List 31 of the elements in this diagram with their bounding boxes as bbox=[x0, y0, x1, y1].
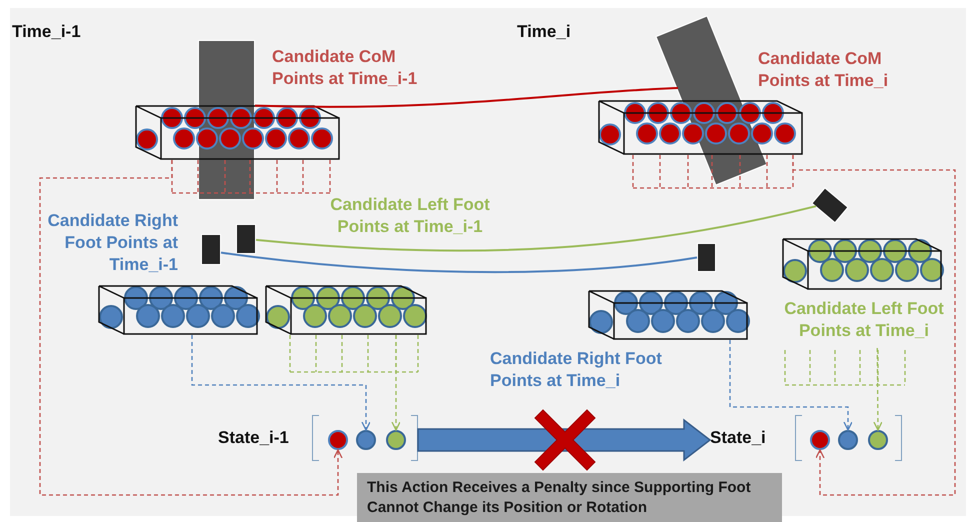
foot-block bbox=[812, 188, 848, 222]
note-box: This Action Receives a Penalty since Supporting Foot Cannot Change its Position or Rotation bbox=[357, 473, 782, 522]
grid-caption: Candidate Left Foot Points at Time_i-1 bbox=[329, 194, 491, 238]
dashed-arrow bbox=[873, 348, 883, 431]
trajectory-line bbox=[220, 252, 698, 274]
time-label: Time_i bbox=[517, 22, 571, 42]
foot-block bbox=[697, 243, 716, 272]
state-vector bbox=[218, 413, 418, 463]
state-label: State_i bbox=[710, 427, 766, 449]
block-arrow bbox=[417, 418, 712, 462]
time-label: Time_i-1 bbox=[12, 22, 81, 42]
point-grid-drawing bbox=[588, 290, 748, 340]
state-vector bbox=[710, 413, 902, 463]
foot-block bbox=[236, 224, 256, 254]
dashed-arrow bbox=[391, 335, 401, 431]
point-grid-drawing bbox=[135, 105, 340, 160]
point-grid-drawing bbox=[265, 285, 427, 335]
state-label: State_i-1 bbox=[218, 427, 289, 449]
grid-caption: Candidate Right Foot Points at Time_i-1 bbox=[46, 210, 178, 276]
dashed-arrow bbox=[191, 335, 371, 431]
grid-caption: Candidate Right Foot Points at Time_i bbox=[490, 348, 663, 392]
grid-caption: Candidate CoM Points at Time_i bbox=[758, 48, 890, 92]
trajectory-line bbox=[254, 87, 678, 108]
dashed-arrow bbox=[729, 340, 853, 431]
dashed-arrow bbox=[39, 160, 343, 496]
point-grid-drawing bbox=[98, 285, 258, 335]
dashed-arrow bbox=[792, 155, 956, 496]
trajectory-line bbox=[256, 205, 816, 252]
grid-caption: Candidate CoM Points at Time_i-1 bbox=[272, 46, 418, 90]
grid-caption: Candidate Left Foot Points at Time_i bbox=[783, 298, 945, 342]
foot-block bbox=[201, 234, 221, 265]
